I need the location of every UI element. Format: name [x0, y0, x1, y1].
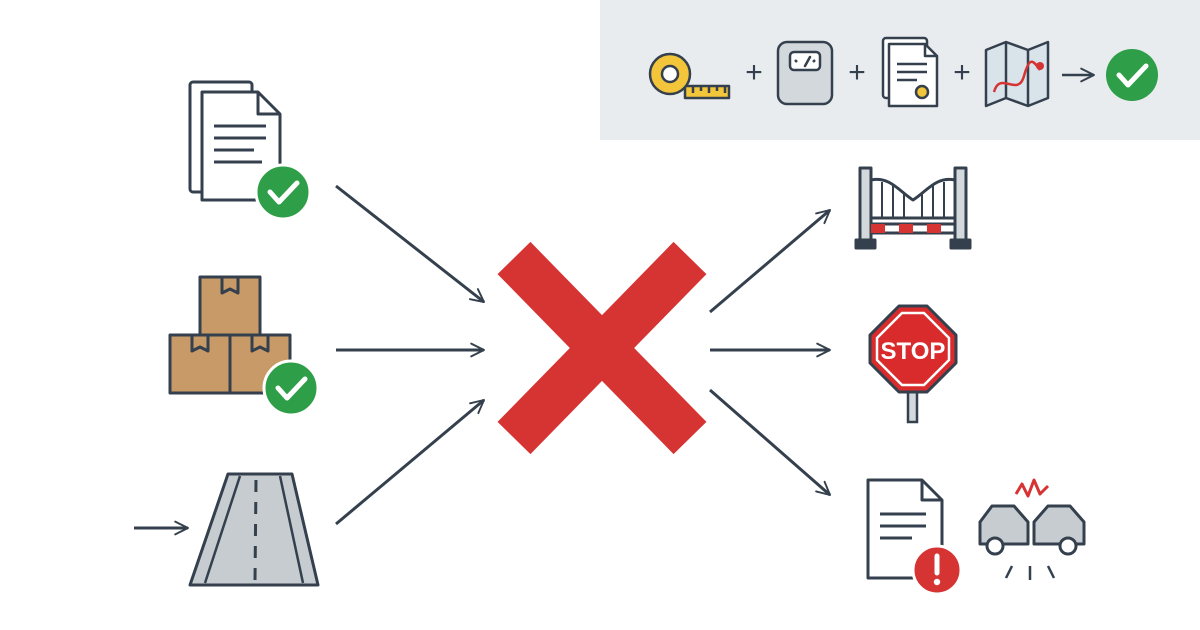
arrow-road-to-cross [335, 398, 485, 526]
requirements-panel: + + + [600, 0, 1200, 140]
approved-check-icon [1106, 49, 1158, 101]
closed-barrier-gate-icon [854, 166, 972, 250]
tape-measure-icon [648, 52, 731, 100]
arrow-cross-to-warning [709, 388, 831, 497]
plus-sign-1: + [745, 56, 763, 89]
stacked-boxes-icon [168, 275, 292, 395]
route-map-icon [984, 40, 1050, 108]
rejected-cross-icon [497, 241, 707, 455]
warning-alert-badge [911, 544, 963, 596]
arrow-cross-to-barrier [709, 208, 831, 314]
vehicle-collision-icon [978, 478, 1086, 580]
boxes-approved-badge [262, 359, 320, 417]
scale-icon [776, 40, 834, 106]
stop-sign-label: STOP [881, 338, 946, 365]
plus-sign-3: + [953, 56, 971, 89]
plus-sign-2: + [848, 56, 866, 89]
documents-icon [188, 80, 282, 202]
certificate-documents-icon [881, 36, 939, 108]
documents-approved-badge [254, 163, 312, 221]
stop-sign-icon: STOP [868, 304, 958, 424]
road-icon [188, 472, 320, 587]
arrow-documents-to-cross [335, 184, 485, 304]
